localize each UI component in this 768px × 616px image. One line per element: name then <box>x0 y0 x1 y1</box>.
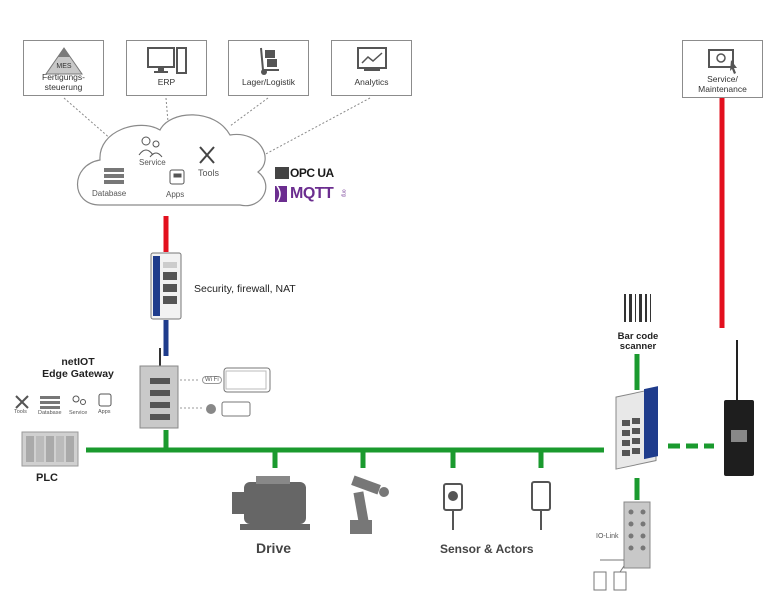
gateway-tools-label: Tools <box>14 409 27 415</box>
cloud-shape <box>77 114 267 207</box>
hand-truck-icon <box>259 47 279 75</box>
sensor-actors-label: Sensor & Actors <box>440 542 534 556</box>
network-switch-device <box>615 386 658 470</box>
robot-arm-icon <box>350 475 389 534</box>
gateway-title-line1: netIOT <box>61 356 95 368</box>
phone-device <box>221 401 251 417</box>
mqtt-label: MQTT <box>290 185 334 202</box>
svg-text:MES: MES <box>56 63 72 70</box>
barcode-scanner-icon <box>624 294 651 322</box>
dotted-connectors <box>63 97 371 157</box>
gateway-icons <box>15 393 112 409</box>
gear-monitor-icon <box>707 49 737 74</box>
scanner-label-line2: scanner <box>619 341 657 352</box>
drive-label: Drive <box>256 540 292 556</box>
cloud-apps-label: Apps <box>166 190 185 199</box>
green-fieldbus <box>86 354 714 500</box>
wifi-badge: Wi Fi <box>202 376 222 384</box>
security-label: Security, firewall, NAT <box>194 283 296 295</box>
gateway-apps-label: Apps <box>98 409 111 415</box>
scanner-label-line1: Bar code <box>617 331 659 342</box>
io-link-label: IO-Link <box>596 533 619 540</box>
cloud-database-icon <box>104 168 124 184</box>
gateway-database-label: Database <box>38 410 62 416</box>
pyramid-icon: MES <box>44 47 83 75</box>
box-label: Analytics <box>354 77 389 87</box>
box-fertigungssteuerung: MES Fertigungs-steuerung <box>23 40 104 96</box>
cloud-tools-icon <box>199 146 215 164</box>
box-label-line1: Service/ <box>707 74 738 84</box>
cloud-tools-label: Tools <box>198 168 220 178</box>
cloud-database-label: Database <box>92 189 127 198</box>
cloud-apps-icon <box>169 169 185 185</box>
box-analytics: Analytics <box>331 40 412 96</box>
box-label-line2: Maintenance <box>698 84 747 94</box>
cloud-service-icon <box>138 136 163 158</box>
edge-gateway-device <box>139 348 179 429</box>
box-lager-logistik: Lager/Logistik <box>228 40 309 96</box>
box-service-maintenance: Service/Maintenance <box>682 40 763 98</box>
gateway-title: netIOT Edge Gateway <box>30 356 126 380</box>
iot-gateway-device <box>724 340 754 476</box>
box-erp: ERP <box>126 40 207 96</box>
analytics-chart-icon <box>356 47 387 71</box>
firewall-device <box>150 252 182 320</box>
mqtt-org-label: org <box>340 189 347 197</box>
gateway-service-label: Service <box>69 410 88 416</box>
plc-device <box>21 431 79 467</box>
io-link-module <box>593 501 651 591</box>
gateway-title-line2: Edge Gateway <box>42 368 114 380</box>
opc-logo <box>275 167 289 179</box>
sensor-device-2 <box>531 481 551 530</box>
motor-device <box>232 476 310 530</box>
cloud-service-label: Service <box>139 158 166 167</box>
box-label-line1: Fertigungs- <box>42 72 85 82</box>
sensor-device-1 <box>443 483 463 530</box>
box-label: Lager/Logistik <box>242 77 295 87</box>
scanner-label: Bar code scanner <box>612 332 664 352</box>
computer-icon <box>146 47 187 74</box>
bluetooth-icon <box>206 404 216 414</box>
mqtt-logo <box>275 185 287 203</box>
box-label-line2: steuerung <box>44 82 83 92</box>
opc-ua-label: OPC UA <box>290 166 334 180</box>
plc-label: PLC <box>36 472 58 484</box>
box-label: ERP <box>157 77 176 87</box>
